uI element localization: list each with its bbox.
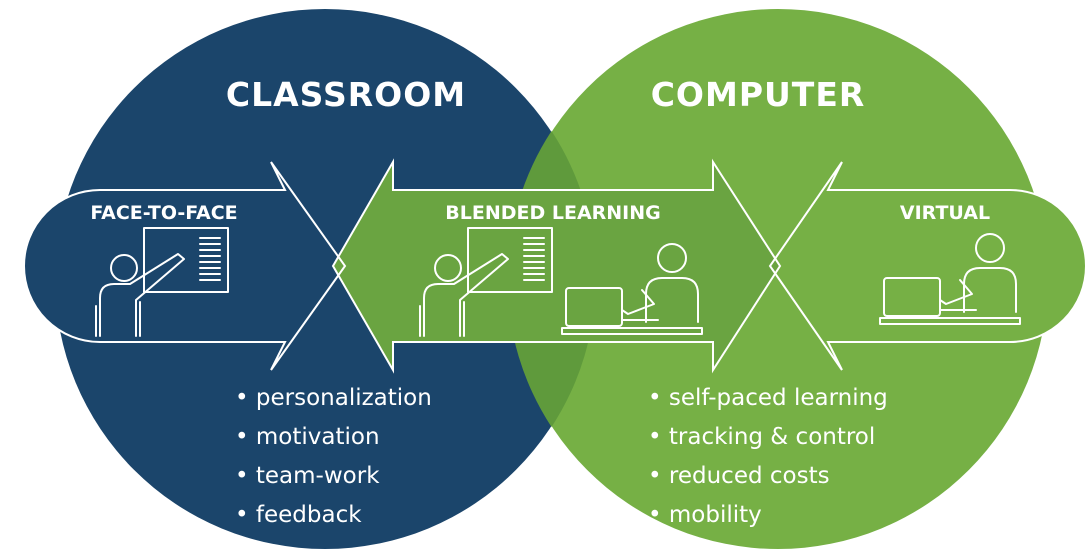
- classroom-benefit-item: • personalization: [235, 385, 432, 411]
- face-to-face-arrow: [24, 162, 345, 370]
- blended-learning-arrow-outline: [331, 158, 782, 374]
- computer-benefit-item: • tracking & control: [648, 424, 875, 450]
- classroom-benefit-item: • motivation: [235, 424, 380, 450]
- virtual-arrow-outline: [768, 161, 1087, 371]
- face-to-face-arrow-outline: [23, 161, 347, 371]
- face-to-face-label: FACE-TO-FACE: [90, 202, 237, 224]
- computer-benefit-item: • reduced costs: [648, 463, 830, 489]
- blended-learning-label: BLENDED LEARNING: [445, 202, 661, 224]
- virtual-label: VIRTUAL: [900, 202, 990, 224]
- classroom-title: CLASSROOM: [226, 75, 466, 114]
- classroom-benefit-item: • feedback: [235, 502, 362, 528]
- computer-benefit-item: • self-paced learning: [648, 385, 888, 411]
- classroom-benefit-item: • team-work: [235, 463, 380, 489]
- computer-benefits-list: • self-paced learning • tracking & contr…: [648, 385, 888, 528]
- blended-learning-arrow: [333, 162, 780, 370]
- computer-benefit-item: • mobility: [648, 502, 762, 528]
- computer-title: COMPUTER: [651, 75, 866, 114]
- classroom-benefits-list: • personalization • motivation • team-wo…: [235, 385, 432, 528]
